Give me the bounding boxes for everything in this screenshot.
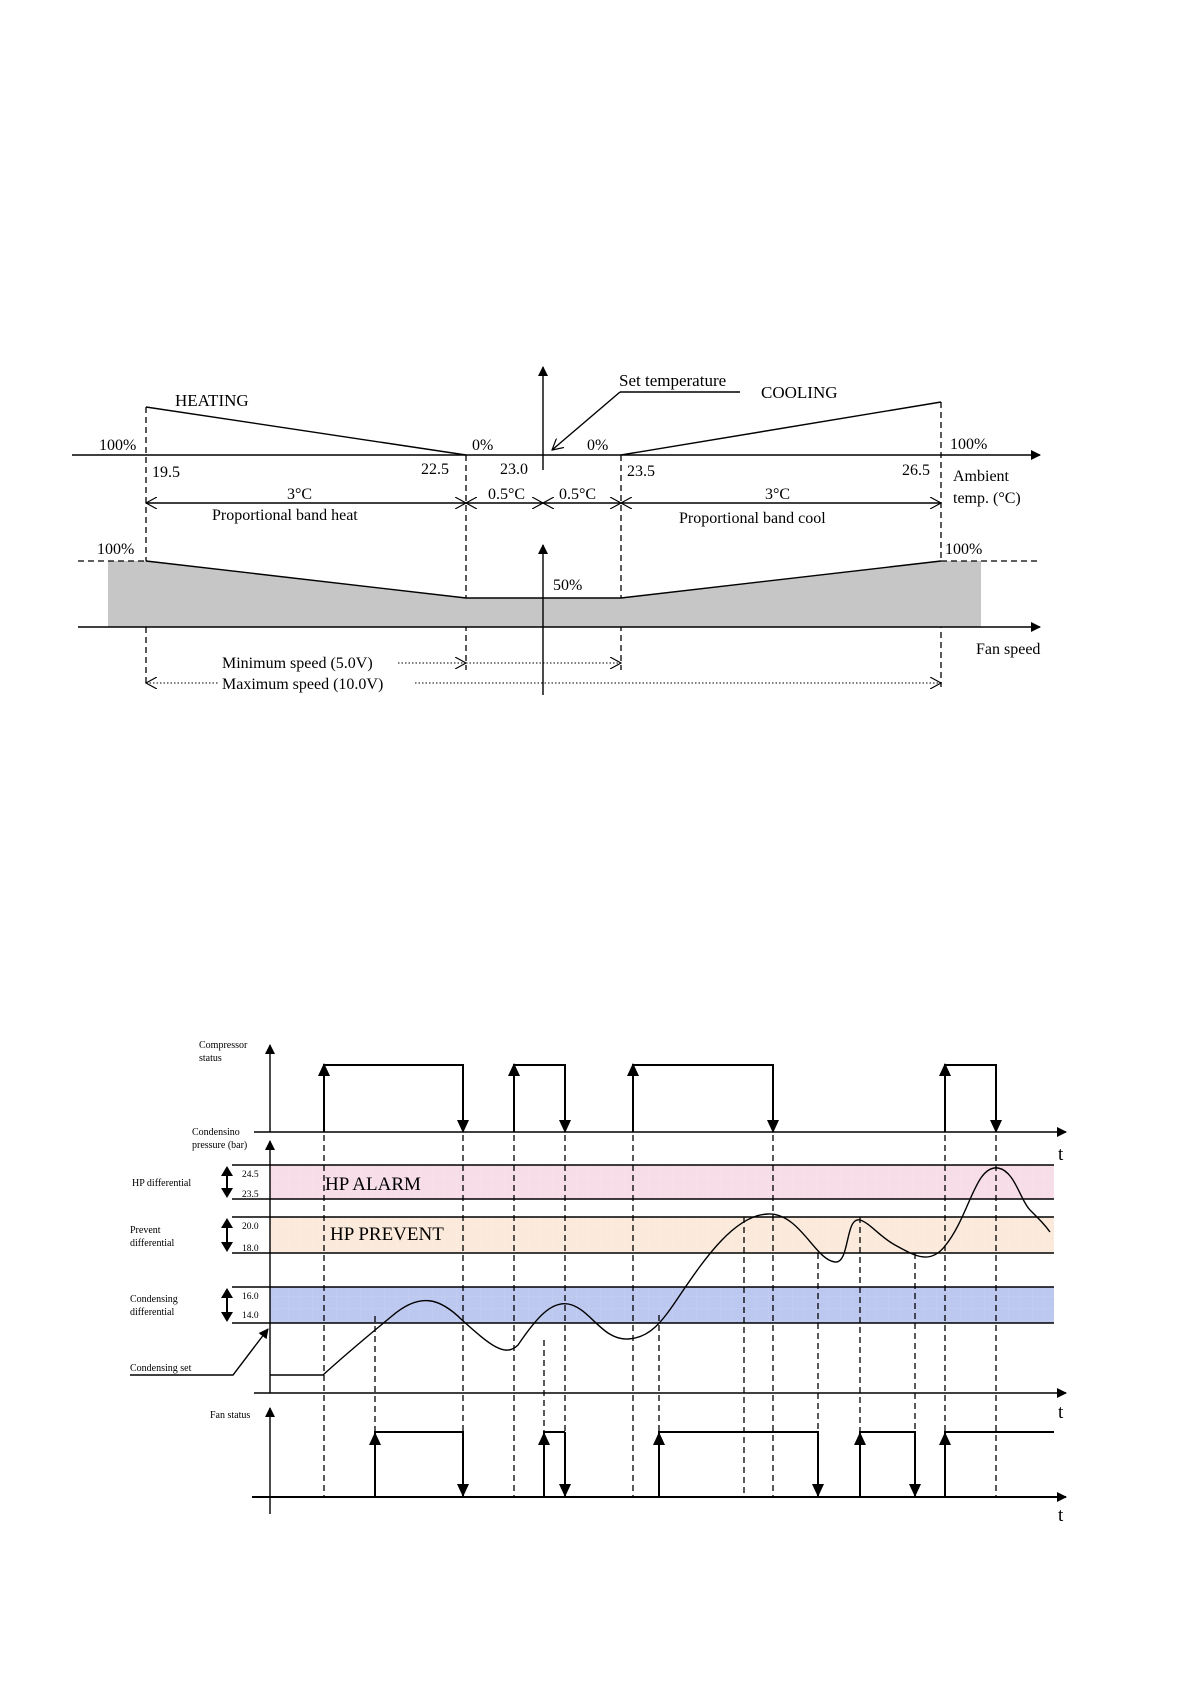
compressor-status-label-2: status <box>199 1053 222 1064</box>
temp-23-0: 23.0 <box>500 461 528 478</box>
value-16-0: 16.0 <box>242 1292 259 1302</box>
heating-ramp <box>145 406 467 456</box>
temperature-control-diagram: HEATING COOLING Set temperature 100% 0% … <box>72 366 1041 695</box>
ambient-label-2: temp. (°C) <box>953 490 1021 507</box>
set-temp-arrow <box>552 391 621 450</box>
pct-100-left: 100% <box>99 437 136 454</box>
cond-pressure-label-1: Condensino <box>192 1127 240 1138</box>
max-speed-label: Maximum speed (10.0V) <box>222 676 383 693</box>
time-axis-label-3: t <box>1058 1505 1064 1526</box>
condensing-set-label: Condensing set <box>130 1363 192 1374</box>
temp-22-5: 22.5 <box>421 461 449 478</box>
pct-100-right: 100% <box>950 436 987 453</box>
fan-curve-heat <box>145 560 467 599</box>
temp-19-5: 19.5 <box>152 464 180 481</box>
band-heat-width: 3°C <box>287 486 312 503</box>
fan-status-label: Fan status <box>210 1410 250 1421</box>
value-20-0: 20.0 <box>242 1222 259 1232</box>
hp-differential-label: HP differential <box>132 1178 191 1189</box>
set-temp-label: Set temperature <box>619 371 726 390</box>
hp-prevent-band-texture <box>270 1217 1054 1253</box>
hp-prevent-label: HP PREVENT <box>330 1224 444 1245</box>
cooling-ramp <box>620 401 942 456</box>
condensing-pressure-curve <box>270 1167 1051 1376</box>
band-cool-width: 3°C <box>765 486 790 503</box>
hp-alarm-label: HP ALARM <box>325 1174 421 1195</box>
time-markers <box>323 1065 997 1497</box>
fan-curve-cool <box>620 560 942 599</box>
prevent-differential-arrow <box>221 1218 233 1252</box>
fan-speed-label: Fan speed <box>976 641 1040 658</box>
band-cool-label: Proportional band cool <box>679 510 826 527</box>
condensing-differential-label-2: differential <box>130 1307 174 1318</box>
compressor-status-label-1: Compressor <box>199 1040 248 1051</box>
ambient-label-1: Ambient <box>953 468 1010 485</box>
pct-0-right: 0% <box>587 437 608 454</box>
value-24-5: 24.5 <box>242 1170 259 1180</box>
heating-label: HEATING <box>175 391 249 410</box>
temp-26-5: 26.5 <box>902 462 930 479</box>
fan-100-right: 100% <box>945 541 982 558</box>
fan-100-left: 100% <box>97 541 134 558</box>
deadzone-right-label: 0.5°C <box>559 486 596 503</box>
time-axis-label-2: t <box>1058 1402 1064 1423</box>
temp-23-5: 23.5 <box>627 463 655 480</box>
condensing-set-leader <box>130 1328 269 1376</box>
condensing-control-diagram: Compressor status Condensino pressure (b… <box>130 1040 1067 1526</box>
hp-differential-arrow <box>221 1166 233 1198</box>
fan-50-label: 50% <box>553 577 582 594</box>
prevent-differential-label-2: differential <box>130 1238 174 1249</box>
hp-alarm-band-texture <box>270 1165 1054 1199</box>
band-heat-label: Proportional band heat <box>212 507 358 524</box>
time-axis-label-1: t <box>1058 1144 1064 1165</box>
condensing-differential-arrow <box>221 1288 233 1322</box>
pct-0-left: 0% <box>472 437 493 454</box>
value-23-5: 23.5 <box>242 1190 259 1200</box>
fan-speed-area <box>108 561 981 627</box>
cooling-label: COOLING <box>761 383 838 402</box>
value-18-0: 18.0 <box>242 1244 259 1254</box>
min-speed-label: Minimum speed (5.0V) <box>222 655 373 672</box>
prevent-differential-label-1: Prevent <box>130 1225 161 1236</box>
cond-pressure-label-2: pressure (bar) <box>192 1140 247 1151</box>
deadzone-left-label: 0.5°C <box>488 486 525 503</box>
condensing-differential-label-1: Condensing <box>130 1294 178 1305</box>
fan-status-waveform <box>369 1431 1054 1497</box>
value-14-0: 14.0 <box>242 1311 259 1321</box>
condensing-band-texture <box>270 1287 1054 1323</box>
compressor-status-waveform <box>318 1063 1002 1133</box>
